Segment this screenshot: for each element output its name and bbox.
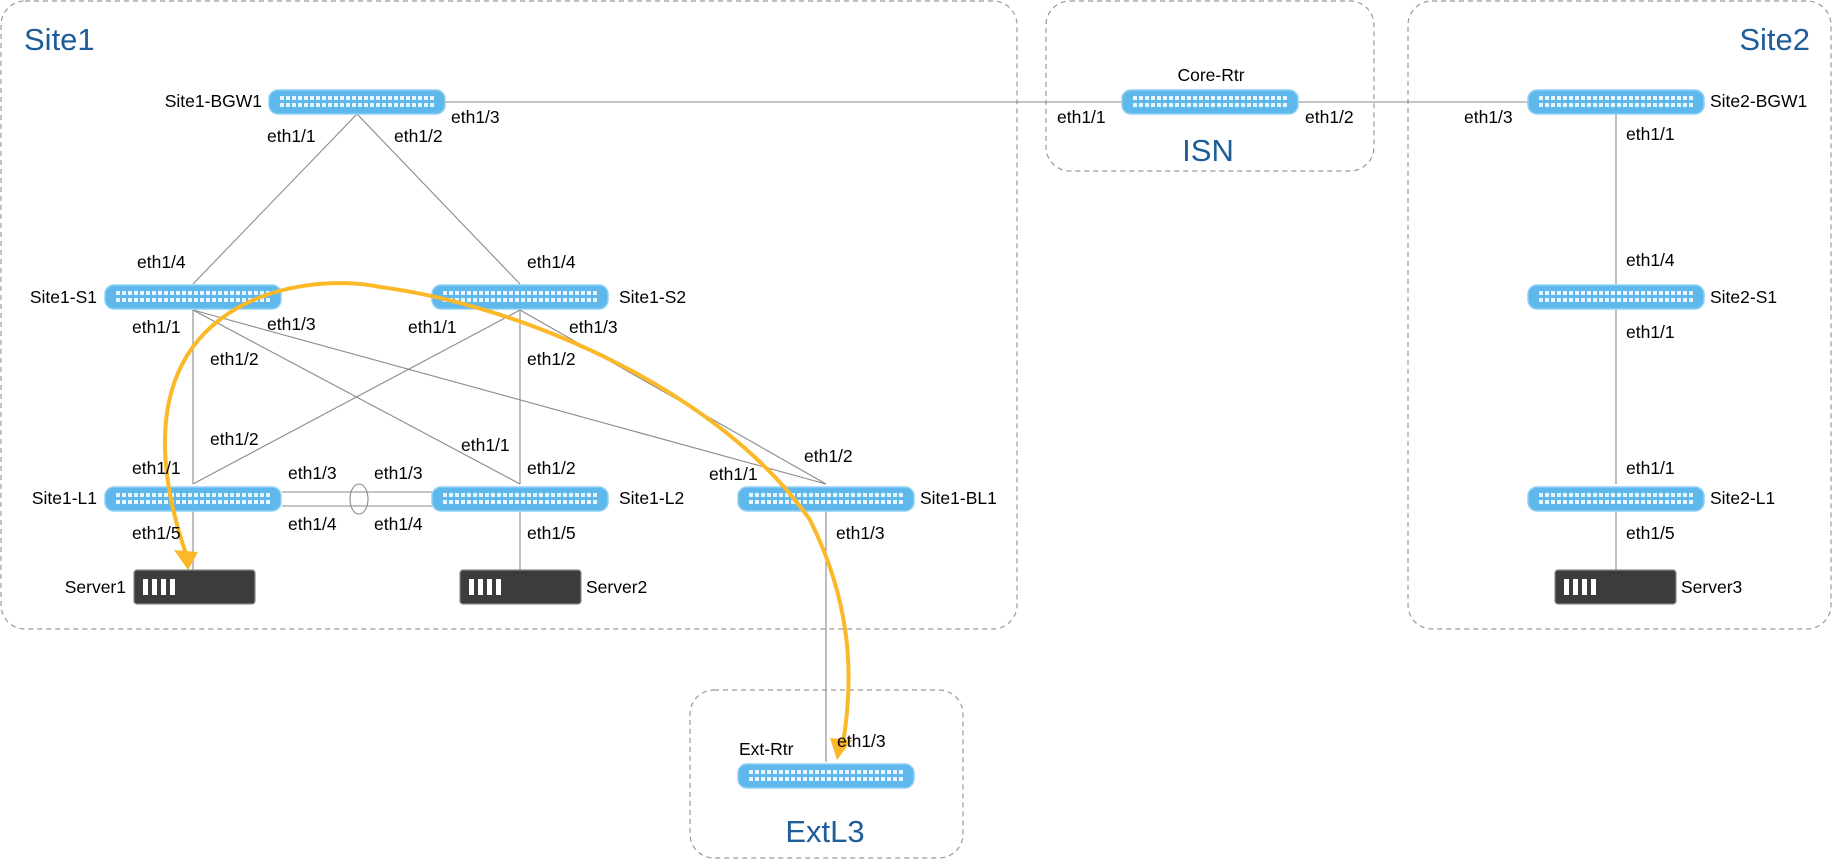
port-bl1-e13: eth1/3 xyxy=(836,523,885,543)
port-l2-e15: eth1/5 xyxy=(527,523,576,543)
link-s2-l1 xyxy=(192,309,521,485)
port-l1-e14: eth1/4 xyxy=(288,514,337,534)
label-site1-s2: Site1-S2 xyxy=(619,287,686,307)
core-rtr-switch xyxy=(1121,89,1299,115)
label-site1-bl1: Site1-BL1 xyxy=(920,488,997,508)
server1-chassis xyxy=(133,569,256,605)
port-l1-e12: eth1/2 xyxy=(210,429,259,449)
port-l1-e11: eth1/1 xyxy=(132,458,181,478)
label-site2-l1: Site2-L1 xyxy=(1710,488,1775,508)
label-site2-bgw1: Site2-BGW1 xyxy=(1710,91,1807,111)
flow-arrowhead-server1 xyxy=(174,550,198,570)
site1-l2-switch xyxy=(431,486,609,512)
port-channel-ellipse xyxy=(349,483,369,515)
server1 xyxy=(133,569,256,605)
port-bgw2-e13: eth1/3 xyxy=(1464,107,1513,127)
server2-chassis xyxy=(459,569,582,605)
traffic-flow-arrow xyxy=(162,281,851,751)
label-site1-bgw1: Site1-BGW1 xyxy=(165,91,262,111)
isn-title: ISN xyxy=(1182,133,1234,168)
label-server2: Server2 xyxy=(586,577,647,597)
label-server1: Server1 xyxy=(65,577,126,597)
server3-chassis xyxy=(1554,569,1677,605)
site2-region xyxy=(1407,0,1832,630)
flow-arrowhead-extrtr xyxy=(830,738,852,760)
port-l2-e13: eth1/3 xyxy=(374,463,423,483)
label-site2-s1: Site2-S1 xyxy=(1710,287,1777,307)
port-bgw1-e13: eth1/3 xyxy=(451,107,500,127)
port-s1-e12: eth1/2 xyxy=(210,349,259,369)
port-s2-e12: eth1/2 xyxy=(527,349,576,369)
port-core-e11: eth1/1 xyxy=(1057,107,1106,127)
label-site1-l2: Site1-L2 xyxy=(619,488,684,508)
label-server3: Server3 xyxy=(1681,577,1742,597)
port-s1-e13: eth1/3 xyxy=(267,314,316,334)
server3 xyxy=(1554,569,1677,605)
site1-l1-switch xyxy=(104,486,282,512)
port-site2s1-e14: eth1/4 xyxy=(1626,250,1675,270)
port-core-e12: eth1/2 xyxy=(1305,107,1354,127)
site2-bgw1-switch xyxy=(1527,89,1705,115)
port-site2l1-e11: eth1/1 xyxy=(1626,458,1675,478)
port-site2l1-e15: eth1/5 xyxy=(1626,523,1675,543)
port-bgw1-e12: eth1/2 xyxy=(394,126,443,146)
port-bgw2-e11: eth1/1 xyxy=(1626,124,1675,144)
site1-title: Site1 xyxy=(24,22,95,57)
ext-rtr-switch xyxy=(737,763,915,789)
label-core-rtr: Core-Rtr xyxy=(1177,65,1244,85)
switches xyxy=(104,89,1705,789)
label-site1-s1: Site1-S1 xyxy=(30,287,97,307)
port-site2s1-e11: eth1/1 xyxy=(1626,322,1675,342)
port-s1-e11: eth1/1 xyxy=(132,317,181,337)
site2-l1-switch xyxy=(1527,486,1705,512)
site1-region xyxy=(0,0,1018,630)
site2-s1-switch xyxy=(1527,284,1705,310)
port-l1-e13: eth1/3 xyxy=(288,463,337,483)
site1-bl1-switch xyxy=(737,486,915,512)
site1-s2-switch xyxy=(431,284,609,310)
site1-bgw1-switch xyxy=(268,89,446,115)
port-s1-e14: eth1/4 xyxy=(137,252,186,272)
link-s1-bl1 xyxy=(192,309,827,485)
port-l1-e15: eth1/5 xyxy=(132,523,181,543)
isn-region xyxy=(1045,0,1375,172)
server2 xyxy=(459,569,582,605)
site2-title: Site2 xyxy=(1739,22,1810,57)
port-l2-e11: eth1/1 xyxy=(461,435,510,455)
port-s2-e14: eth1/4 xyxy=(527,252,576,272)
link-bgw1-s2 xyxy=(356,113,521,285)
links xyxy=(192,101,1617,762)
link-bgw1-s1 xyxy=(192,113,358,285)
port-ext-e13: eth1/3 xyxy=(837,731,886,751)
port-s2-e11: eth1/1 xyxy=(408,317,457,337)
label-site1-l1: Site1-L1 xyxy=(32,488,97,508)
port-s2-e13: eth1/3 xyxy=(569,317,618,337)
port-bgw1-e11: eth1/1 xyxy=(267,126,316,146)
label-ext-rtr: Ext-Rtr xyxy=(739,739,794,759)
site1-s1-switch xyxy=(104,284,282,310)
port-bl1-e12: eth1/2 xyxy=(804,446,853,466)
port-l2-e14: eth1/4 xyxy=(374,514,423,534)
port-l2-e12: eth1/2 xyxy=(527,458,576,478)
extl3-title: ExtL3 xyxy=(785,814,864,849)
port-bl1-e11: eth1/1 xyxy=(709,464,758,484)
